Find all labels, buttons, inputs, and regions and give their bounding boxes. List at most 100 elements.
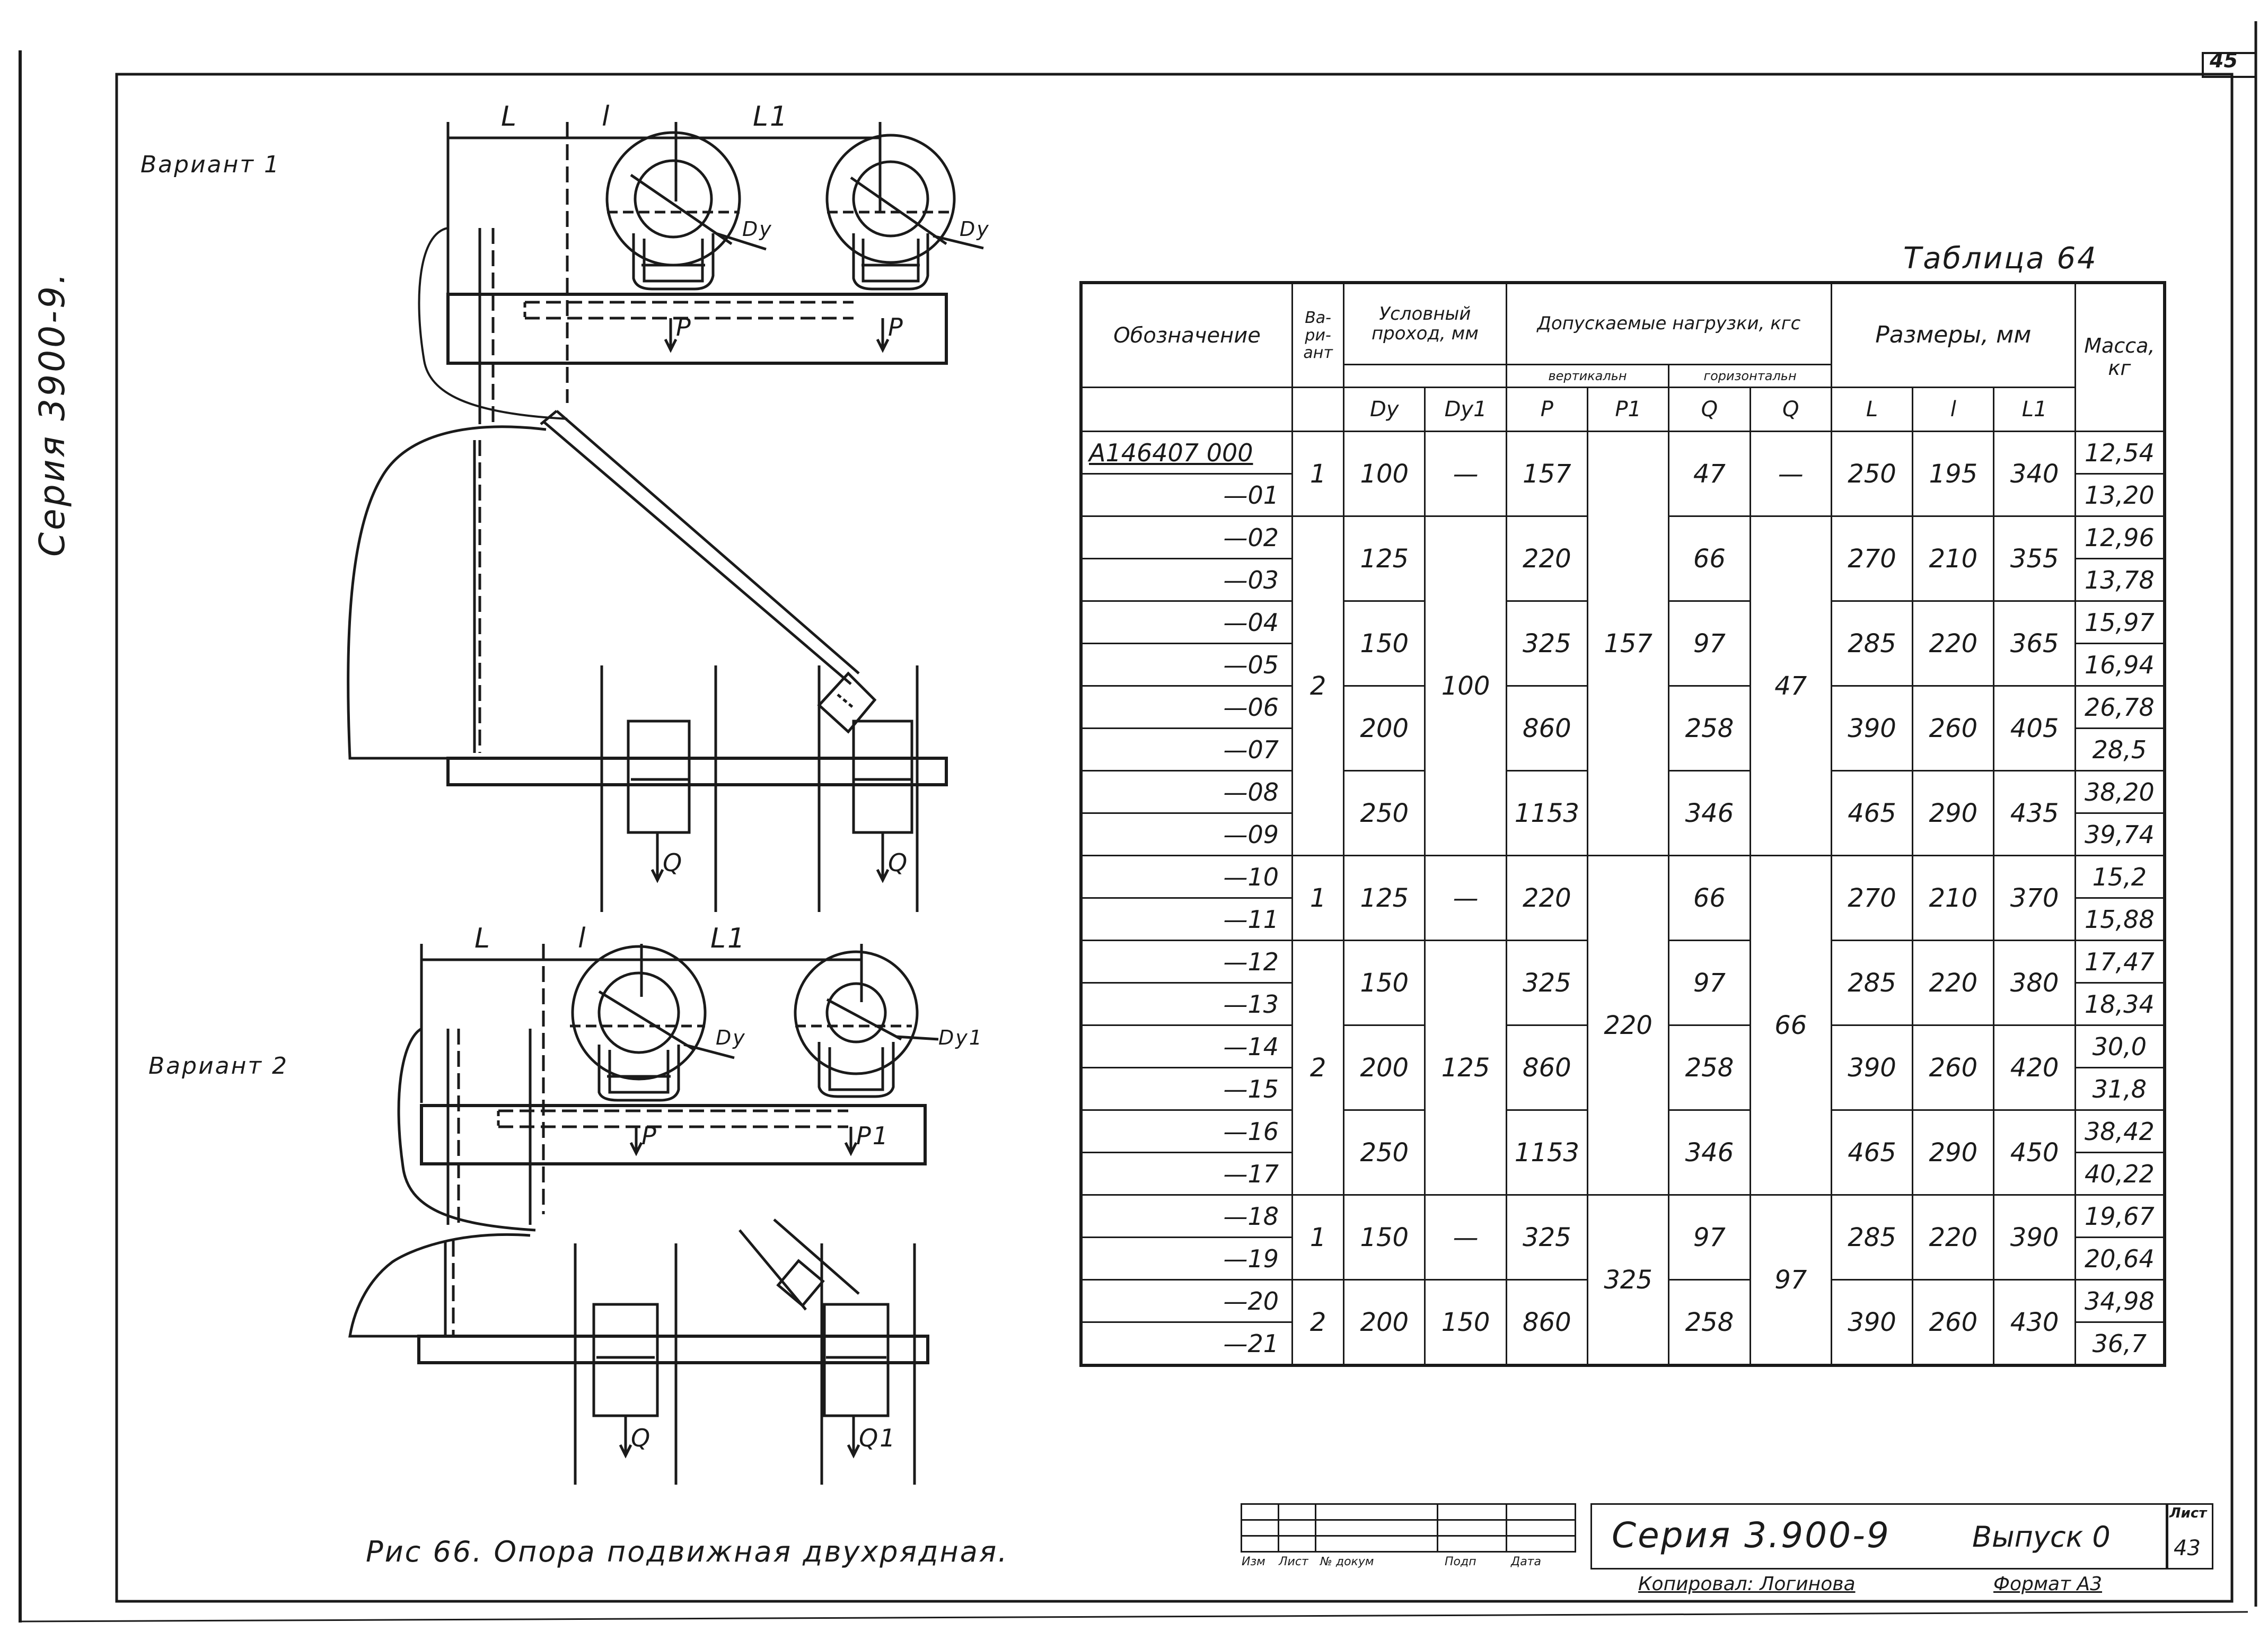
cell-L1: 365 xyxy=(1993,600,2076,687)
cell-mass: 31,8 xyxy=(2074,1067,2166,1111)
cell-designation: —09 xyxy=(1080,812,1294,856)
cell-dy1: 150 xyxy=(1424,1279,1507,1366)
title-issue: Выпуск 0 xyxy=(1972,1520,2111,1554)
cell-mass: 28,5 xyxy=(2074,727,2166,771)
dim-l-v1: l xyxy=(602,101,611,133)
cell-dy1: 100 xyxy=(1424,515,1507,856)
sheet-cell xyxy=(2166,1503,2213,1569)
col-q2: Q xyxy=(1749,387,1832,432)
cell-designation: —04 xyxy=(1080,600,1294,644)
cell-designation: —14 xyxy=(1080,1024,1294,1068)
col-vertical: вертикальн xyxy=(1505,364,1670,388)
table-title: Таблица 64 xyxy=(1903,241,2098,276)
table-row: —07 28,5 xyxy=(1080,727,2166,771)
cell-L1: 380 xyxy=(1993,940,2076,1026)
cell-q2: 97 xyxy=(1749,1194,1832,1366)
cell-designation: —02 xyxy=(1080,515,1294,559)
variant2-label: Вариант 2 xyxy=(148,1053,289,1080)
spec-table: Обозначение Ва-ри-ант Условный проход, м… xyxy=(1079,281,2166,1367)
cell-dy: 150 xyxy=(1343,1194,1426,1281)
cell-variant: 1 xyxy=(1291,855,1345,941)
cell-p: 860 xyxy=(1505,685,1589,771)
cell-p: 1153 xyxy=(1505,770,1589,856)
cell-l: 260 xyxy=(1912,1024,1995,1111)
figure-caption: Рис 66. Опора подвижная двухрядная. xyxy=(366,1535,1009,1568)
cell-l: 195 xyxy=(1912,431,1995,517)
title-block: Изм Лист № докум Подп Дата Серия 3.900-9… xyxy=(1241,1503,2213,1595)
table-row: —09 39,74 xyxy=(1080,812,2166,856)
cell-l: 220 xyxy=(1912,940,1995,1026)
cell-L1: 355 xyxy=(1993,515,2076,602)
cell-mass: 15,88 xyxy=(2074,897,2166,941)
cell-designation: —21 xyxy=(1080,1321,1294,1366)
cell-p: 325 xyxy=(1505,940,1589,1026)
cell-l: 210 xyxy=(1912,855,1995,941)
cell-mass: 39,74 xyxy=(2074,812,2166,856)
cell-designation: —01 xyxy=(1080,473,1294,517)
cell-dy: 150 xyxy=(1343,600,1426,687)
col-variant: Ва-ри-ант xyxy=(1291,282,1345,388)
dim-L1-v1: L1 xyxy=(753,101,789,133)
cell-q: 346 xyxy=(1668,1109,1751,1196)
cell-dy: 125 xyxy=(1343,515,1426,602)
cell-designation: A146407 000 xyxy=(1080,431,1294,475)
cell-mass: 18,34 xyxy=(2074,982,2166,1026)
dim-Dy-v2: Dy xyxy=(716,1026,746,1049)
cell-designation: —13 xyxy=(1080,982,1294,1026)
cell-L1: 370 xyxy=(1993,855,2076,941)
dim-Dy1-v2: Dy1 xyxy=(938,1026,983,1049)
cell-designation: —19 xyxy=(1080,1237,1294,1281)
table-row: —11 15,88 xyxy=(1080,897,2166,941)
cell-designation: —07 xyxy=(1080,727,1294,771)
cell-L: 390 xyxy=(1830,1279,1914,1366)
dim-Dy-v1-b: Dy xyxy=(960,217,990,241)
cell-p: 325 xyxy=(1505,600,1589,687)
col-p1: P1 xyxy=(1586,387,1670,432)
cell-L: 465 xyxy=(1830,1109,1914,1196)
cell-mass: 16,94 xyxy=(2074,643,2166,687)
cell-designation: —11 xyxy=(1080,897,1294,941)
cell-L: 250 xyxy=(1830,431,1914,517)
page-number: 45 xyxy=(2210,49,2238,72)
variant2-top-view xyxy=(397,944,939,1232)
cell-designation: —18 xyxy=(1080,1194,1294,1238)
force-Q1-v2: Q1 xyxy=(859,1424,897,1452)
cell-mass: 38,20 xyxy=(2074,770,2166,814)
cell-designation: —05 xyxy=(1080,643,1294,687)
cell-dy1: — xyxy=(1424,855,1507,941)
dim-L1-v2: L1 xyxy=(710,923,747,954)
sheet-number: 43 xyxy=(2174,1536,2201,1560)
cell-L: 285 xyxy=(1830,1194,1914,1281)
force-P-v1-a: P xyxy=(676,313,692,341)
col-variant-cont xyxy=(1291,387,1345,432)
cell-mass: 15,97 xyxy=(2074,600,2166,644)
cell-mass: 12,96 xyxy=(2074,515,2166,559)
table-row: —13 18,34 xyxy=(1080,982,2166,1026)
cell-l: 260 xyxy=(1912,1279,1995,1366)
cell-L1: 430 xyxy=(1993,1279,2076,1366)
force-P-v1-b: P xyxy=(888,313,904,341)
table-row: —15 31,8 xyxy=(1080,1067,2166,1111)
col-q: Q xyxy=(1668,387,1751,432)
cell-q: 258 xyxy=(1668,685,1751,771)
cell-q2: 66 xyxy=(1749,855,1832,1196)
cell-designation: —03 xyxy=(1080,558,1294,602)
variant1-side-view xyxy=(347,410,948,912)
cell-dy1: 125 xyxy=(1424,940,1507,1196)
tb-col-date: Дата xyxy=(1511,1555,1541,1568)
sheet-label: Лист xyxy=(2169,1505,2207,1521)
col-p: P xyxy=(1505,387,1589,432)
cell-designation: —15 xyxy=(1080,1067,1294,1111)
cell-designation: —16 xyxy=(1080,1109,1294,1153)
col-horizontal: горизонтальн xyxy=(1668,364,1832,388)
cell-q: 66 xyxy=(1668,515,1751,602)
col-dimensions: Размеры, мм xyxy=(1830,282,2076,388)
